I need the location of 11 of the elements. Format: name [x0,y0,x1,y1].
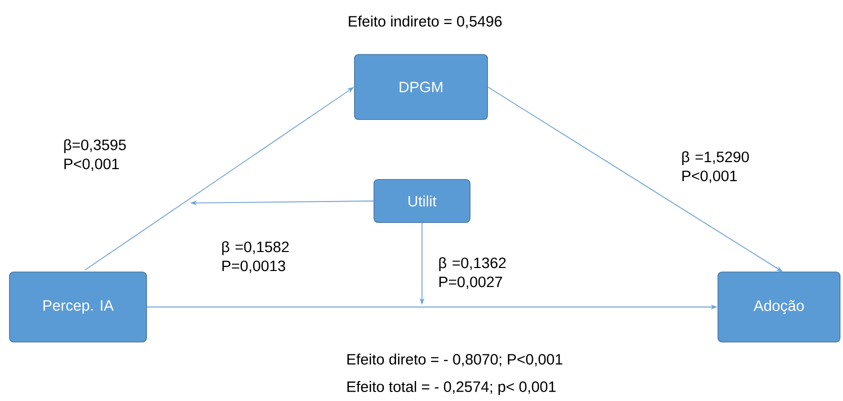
effect-note: Efeito indireto = 0,5496 [348,16,502,28]
effect-note: Efeito total = - 0,2574; p< 0,001 [347,381,556,395]
process-box: Percep. IA [9,272,147,342]
edge-label: β =1,5290 P<0,001 [682,151,749,183]
effect-note: Efeito direto = - 0,8070; P<0,001 [347,354,562,366]
process-box: Adoção [718,272,840,342]
edge-label: β =0,1362 P=0,0027 [439,257,506,289]
edge-label: β =0,1582 P=0,0013 [222,241,289,273]
edge-label: β=0,3595 P<0,001 [64,139,126,171]
process-box: Utilit [374,179,470,223]
process-box: DPGM [354,54,488,120]
